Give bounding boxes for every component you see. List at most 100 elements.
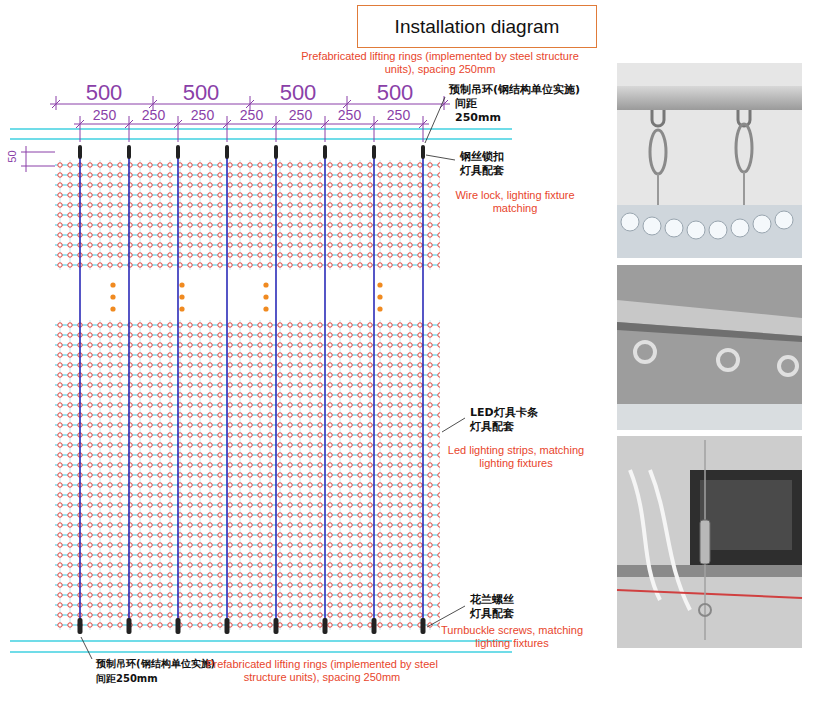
dimension-tick xyxy=(272,120,280,128)
callout-note-cn: 灯具配套 xyxy=(470,420,514,433)
callout-note-cn: 钢丝锁扣 xyxy=(460,150,504,163)
callout-note-cn: 预制吊环(钢结构单位实施) xyxy=(96,658,215,670)
cable xyxy=(743,172,745,205)
led-strip xyxy=(617,404,802,430)
dimension-value: 250 xyxy=(85,107,125,124)
leader-line xyxy=(426,155,455,160)
extension-line xyxy=(423,116,424,142)
callout-note-cn: 灯具配套 xyxy=(460,164,504,177)
steel-beam-line xyxy=(10,640,512,642)
carabiner xyxy=(650,130,666,174)
turnbuckle xyxy=(323,618,328,634)
dimension-line xyxy=(21,146,55,172)
dimension-value: 50 xyxy=(7,149,18,165)
callout-note-cn: 间距 xyxy=(455,97,477,110)
steel-cable xyxy=(177,150,179,632)
eye-bolt xyxy=(718,350,738,370)
leader-line xyxy=(81,637,92,659)
dimension-tick xyxy=(52,100,60,108)
extension-line xyxy=(129,116,130,142)
wire-lock xyxy=(176,145,180,159)
callout-note-cn: 250mm xyxy=(455,111,501,124)
photo-eye-bolts xyxy=(617,265,802,430)
eye-bolt xyxy=(635,342,655,362)
photo-background xyxy=(617,436,802,648)
dimension-line xyxy=(74,124,429,125)
dimension-tick xyxy=(343,100,351,108)
steel-cable xyxy=(422,150,424,632)
wire-lock xyxy=(274,145,278,159)
dimension-tick xyxy=(125,120,133,128)
extension-line xyxy=(325,116,326,142)
wire-lock xyxy=(421,145,425,159)
led-grid xyxy=(55,160,440,270)
wire-lock xyxy=(127,145,131,159)
wire-lock xyxy=(323,145,327,159)
steel-cable xyxy=(80,150,423,632)
turnbuckle xyxy=(700,520,710,564)
led-bead xyxy=(753,215,771,233)
dimension-value: 250 xyxy=(134,107,174,124)
led-bead xyxy=(643,217,661,235)
dimension-tick xyxy=(149,100,157,108)
steel-cable xyxy=(226,150,228,632)
callout-note-cn: 灯具配套 xyxy=(470,607,514,620)
led-beads xyxy=(621,211,793,239)
dimension-value: 250 xyxy=(281,107,321,124)
turnbuckle xyxy=(78,618,426,634)
rail xyxy=(617,565,802,577)
leader-line xyxy=(81,97,465,659)
dot xyxy=(110,282,115,287)
callout-note-cn: 预制吊环(钢结构单位实施) xyxy=(449,83,580,96)
turnbuckle xyxy=(225,618,230,634)
rail-shadow xyxy=(617,322,802,342)
turnbuckle xyxy=(421,618,426,634)
steel-cable xyxy=(79,150,81,632)
callout-note: Prefabricated lifting rings (implemented… xyxy=(206,658,438,684)
rail xyxy=(617,86,802,110)
dimension-tick xyxy=(440,100,448,108)
dimension-value: 500 xyxy=(79,80,129,106)
led-bead xyxy=(621,213,639,231)
dot xyxy=(263,282,268,287)
carabiner xyxy=(736,124,752,172)
turnbuckle xyxy=(78,618,83,634)
extension-line xyxy=(227,116,228,142)
leader-line xyxy=(427,606,465,627)
dot xyxy=(377,282,382,287)
dimension-value: 500 xyxy=(370,80,420,106)
steel-cable xyxy=(324,150,326,632)
extension-line xyxy=(80,116,81,142)
wire-lock xyxy=(78,145,82,159)
dimension-line xyxy=(26,146,27,172)
dot xyxy=(377,294,382,299)
photo-background xyxy=(617,265,802,430)
leader-line xyxy=(442,418,465,432)
callout-note-cn: 花兰螺丝 xyxy=(470,593,514,606)
dimension-tick xyxy=(321,120,329,128)
dimension-tick xyxy=(223,120,231,128)
dimension-value: 500 xyxy=(176,80,226,106)
extension-line xyxy=(374,116,375,142)
dot xyxy=(377,306,382,311)
led-bead xyxy=(665,219,683,237)
eye-bolt xyxy=(699,604,711,616)
extension-line xyxy=(178,116,179,142)
dimension-tick xyxy=(246,100,254,108)
dimension-tick xyxy=(76,120,84,128)
photo-turnbuckle xyxy=(617,436,802,648)
dimension-value: 250 xyxy=(379,107,419,124)
eye-bolt xyxy=(779,357,797,375)
led-bead xyxy=(731,219,749,237)
dot xyxy=(110,306,115,311)
dot xyxy=(179,306,184,311)
dimension-value: 250 xyxy=(183,107,223,124)
dimension-value: 500 xyxy=(273,80,323,106)
callout-note: Prefabricated lifting rings (implemented… xyxy=(290,50,590,76)
dot xyxy=(263,306,268,311)
steel-beam-line xyxy=(10,651,512,653)
dimension-tick xyxy=(174,120,182,128)
led-grid xyxy=(55,320,440,630)
turnbuckle xyxy=(372,618,377,634)
